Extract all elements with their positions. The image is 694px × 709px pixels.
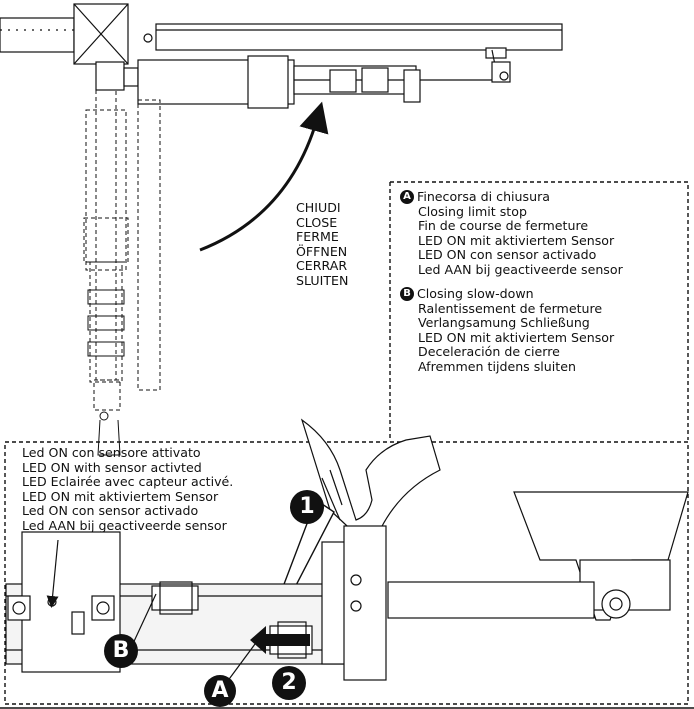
led-note-line: LED ON with sensor activted: [22, 459, 202, 475]
legend-line: LED ON mit aktiviertem Sensor: [418, 232, 615, 248]
point-b-marker: B: [104, 634, 138, 668]
led-note: Led ON con sensore attivato LED ON with …: [22, 445, 234, 533]
hand-illustration: [300, 418, 441, 541]
closing-direction-arrow: [199, 101, 329, 252]
detail-frame: [4, 441, 689, 705]
legend-line: Closing limit stop: [418, 203, 527, 219]
operator-open-position: [83, 89, 161, 411]
direction-label: ÖFFNEN: [296, 243, 348, 259]
legend-frame: [389, 181, 689, 440]
direction-label: FERME: [296, 229, 339, 244]
gate-leaf: [143, 23, 563, 59]
marker-a-icon: A: [400, 190, 414, 205]
direction-label: SLUITEN: [296, 272, 349, 288]
push-arrow: [250, 626, 310, 654]
direction-label: CERRAR: [296, 258, 348, 273]
legend-line: Fin de course de fermeture: [418, 218, 589, 233]
wall-bracket: [0, 3, 129, 65]
step-2-marker: 2: [272, 666, 306, 700]
legend-line: LED ON con sensor activado: [418, 247, 597, 262]
operator-open-details: [87, 289, 125, 456]
operator-closed: [95, 49, 511, 109]
closing-limit-legend: A Finecorsa di chiusura Closing limit st…: [400, 189, 623, 374]
led-note-line: LED Eclairée avec capteur activé.: [22, 474, 234, 489]
gate-bracket-detail: [387, 491, 689, 621]
legend-line: LED ON mit aktiviertem Sensor: [418, 329, 615, 345]
marker-b-icon: B: [400, 287, 414, 302]
legend-line: Finecorsa di chiusura: [417, 189, 550, 204]
step-1-marker: 1: [290, 490, 324, 524]
led-note-line: Led ON con sensore attivato: [22, 445, 201, 460]
operator-detail: [5, 525, 387, 681]
legend-line: Led AAN bij geactiveerde sensor: [418, 261, 623, 277]
direction-labels: CHIUDI CLOSE FERME ÖFFNEN CERRAR SLUITEN: [296, 200, 349, 288]
legend-line: Ralentissement de fermeture: [418, 300, 603, 316]
pointer-led: [46, 539, 59, 608]
led-note-line: LED ON mit aktiviertem Sensor: [22, 488, 219, 504]
legend-line: Verlangsamung Schließung: [418, 315, 590, 330]
direction-label: CLOSE: [296, 214, 338, 230]
point-a-marker: A: [204, 675, 236, 707]
direction-label: CHIUDI: [296, 200, 341, 215]
legend-line: Closing slow-down: [417, 286, 534, 301]
led-note-line: Led AAN bij geactiveerde sensor: [22, 517, 227, 533]
led-note-line: Led ON con sensor activado: [22, 503, 199, 518]
legend-line: Afremmen tijdens sluiten: [418, 358, 576, 374]
legend-line: Deceleración de cierre: [418, 344, 560, 359]
